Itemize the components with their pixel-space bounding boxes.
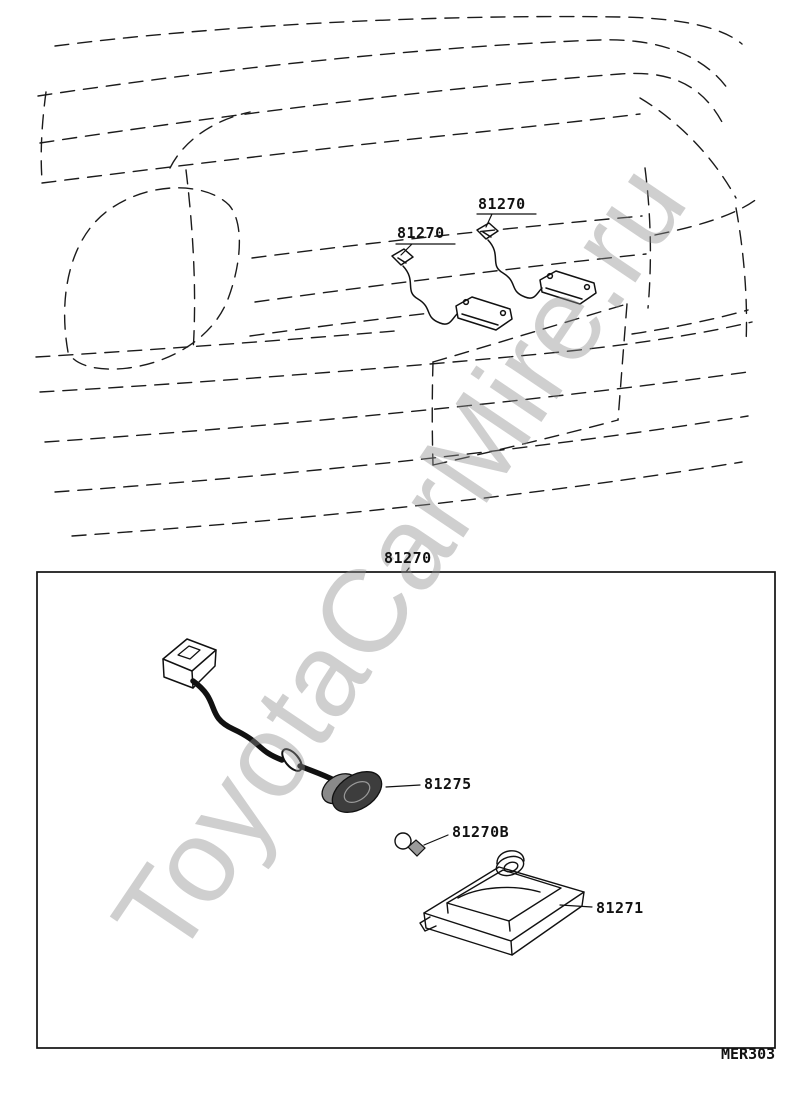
callout-81275-socket: 81275 [424,775,472,793]
socket-wire-assembly [162,638,383,813]
callout-81270-left: 81270 [397,224,445,242]
car-rear-sketch [35,15,759,537]
lamp-assembly-right [476,222,597,305]
callout-leader-lines [385,213,593,908]
lamp-housing [419,850,585,956]
callout-81271-lens: 81271 [596,899,644,917]
callout-81270b-bulb: 81270B [452,823,510,841]
detail-box [36,571,776,1049]
callout-81270-right: 81270 [478,195,526,213]
bulb [394,832,426,857]
diagram-code: MER303 [721,1045,776,1063]
callout-81270-detail-title: 81270 [384,549,432,567]
lamp-assembly-left [391,248,513,331]
